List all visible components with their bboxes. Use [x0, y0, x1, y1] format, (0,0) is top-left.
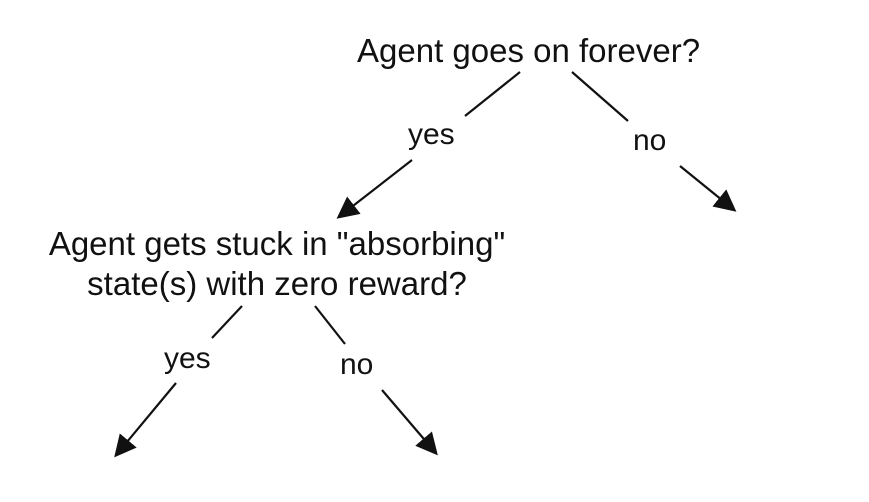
edge-second-yes-arrow [114, 382, 177, 458]
root-question: Agent goes on forever? [357, 32, 701, 69]
edge-root-yes-upper [464, 71, 521, 117]
edge-root-yes-arrow [336, 159, 413, 219]
edge-label-root-yes: yes [408, 118, 455, 151]
edge-label-second-yes: yes [164, 342, 211, 375]
edge-label-second-no: no [340, 348, 374, 381]
second-question: Agent gets stuck in "absorbing" state(s)… [26, 224, 528, 304]
edge-root-no-upper [571, 71, 629, 122]
edge-root-no-arrow [679, 165, 737, 212]
edge-second-yes-upper [211, 305, 243, 339]
edge-second-no-arrow [381, 389, 438, 456]
second-question-line-1: Agent gets stuck in "absorbing" [48, 225, 506, 262]
edge-second-no-upper [314, 305, 346, 345]
second-question-line-2: state(s) with zero reward? [87, 265, 467, 302]
edge-label-root-no: no [633, 124, 667, 157]
